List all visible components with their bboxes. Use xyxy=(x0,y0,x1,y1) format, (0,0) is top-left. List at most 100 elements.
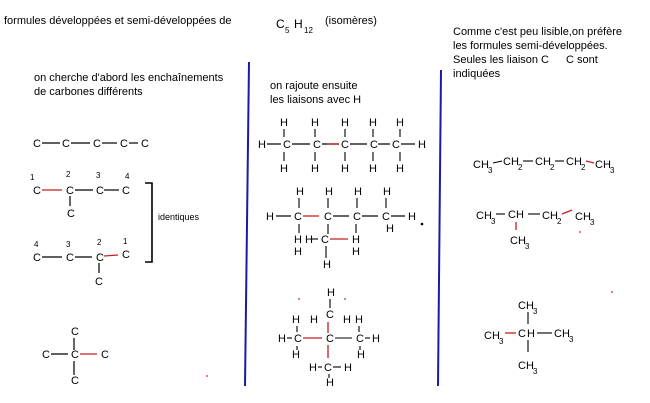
formula-h-sub: 12 xyxy=(304,26,313,35)
atom-number: 4 xyxy=(34,240,39,249)
stray-mark xyxy=(298,298,300,300)
hydrogen-atom: H xyxy=(383,186,391,198)
carbon-atom: C xyxy=(42,349,50,361)
group-subscript: 2 xyxy=(557,217,562,226)
col2-heading-line1: on rajoute ensuite xyxy=(270,80,358,92)
col2-heading-line2: les liaisons avec H xyxy=(270,94,362,106)
hydrogen-atom: H xyxy=(311,163,319,175)
hydrogen-atom: H xyxy=(325,186,333,198)
hydrogen-atom: H xyxy=(311,117,319,129)
stray-mark xyxy=(206,375,208,377)
hydrogen-atom: H xyxy=(305,234,313,246)
column-divider xyxy=(437,69,442,387)
carbon-atom: C xyxy=(71,375,79,387)
carbon-atom: C xyxy=(122,249,130,261)
hydrogen-atom: H xyxy=(292,349,300,361)
hydrogen-atom: H xyxy=(292,314,300,326)
hydrogen-atom: H xyxy=(258,139,266,151)
group-subscript: 3 xyxy=(533,307,538,316)
carbon-atom: C xyxy=(326,333,334,345)
hydrogen-atom: H xyxy=(418,139,426,151)
carbon-atom: C xyxy=(141,138,149,150)
carbon-atom: C xyxy=(392,139,400,151)
group-subscript: 2 xyxy=(518,163,523,172)
formula-c-sub: 5 xyxy=(285,26,290,35)
hydrogen-atom: H xyxy=(327,287,335,299)
group-subscript: 2 xyxy=(581,163,586,172)
ch3-group: CH xyxy=(476,210,492,222)
hydrogen-atom: H xyxy=(280,117,288,129)
carbon-atom: C xyxy=(95,276,103,288)
group-subscript: 3 xyxy=(488,166,493,175)
col3-heading-line4: indiquées xyxy=(453,68,501,80)
identical-label: identiques xyxy=(158,212,200,222)
hydrogen-atom: H xyxy=(344,362,352,374)
ch3-group: CH xyxy=(554,328,570,340)
ch3-group: CH xyxy=(595,159,611,171)
hydrogen-atom: H xyxy=(369,117,377,129)
ch3-group: CH xyxy=(510,235,526,247)
carbon-atom: C xyxy=(96,185,104,197)
atom-number: 2 xyxy=(66,170,71,179)
cc-bond xyxy=(585,160,595,164)
ch3-group: CH xyxy=(575,211,591,223)
carbon-atom: C xyxy=(101,349,109,361)
hydrogen-atom: H xyxy=(408,211,416,223)
atom-number: 3 xyxy=(96,171,101,180)
hydrogen-atom: H xyxy=(294,246,302,258)
carbon-atom: C xyxy=(324,211,332,223)
carbon-atom: C xyxy=(326,309,334,321)
carbon-atom: C xyxy=(96,252,104,264)
identical-bracket xyxy=(145,182,153,263)
hydrogen-atom: H xyxy=(296,186,304,198)
carbon-atom: C xyxy=(71,326,79,338)
ch2-group: CH xyxy=(535,156,551,168)
hydrogen-atom: H xyxy=(326,377,334,389)
hydrogen-atom: H xyxy=(386,223,394,235)
stray-mark xyxy=(611,291,613,293)
cc-bond xyxy=(103,254,119,257)
header-title: formules développées et semi-développées… xyxy=(4,15,232,27)
hydrogen-atom: H xyxy=(323,259,331,271)
col3-heading-line3b: C sont xyxy=(566,54,598,66)
ch2-group: CH xyxy=(503,156,519,168)
group-subscript: 2 xyxy=(550,163,555,172)
hydrogen-atom: H xyxy=(354,186,362,198)
ch3-group: CH xyxy=(518,300,534,312)
col1-heading-line2: de carbones différents xyxy=(34,86,143,98)
cc-bond xyxy=(492,160,503,164)
carbon-atom: C xyxy=(66,252,74,264)
carbon-atom: C xyxy=(66,185,74,197)
hydrogen-atom: H xyxy=(396,163,404,175)
hydrogen-atom: H xyxy=(309,362,317,374)
carbon-atom: C xyxy=(33,138,41,150)
hydrogen-atom: H xyxy=(278,333,286,345)
atom-number: 1 xyxy=(123,237,128,246)
hydrogen-atom: H xyxy=(357,349,365,361)
stray-mark xyxy=(344,298,346,300)
group-subscript: 3 xyxy=(590,218,595,227)
carbon-atom: C xyxy=(370,139,378,151)
hydrogen-atom: H xyxy=(352,246,360,258)
hydrogen-atom: H xyxy=(396,117,404,129)
ch3-group: CH xyxy=(518,360,534,372)
group-subscript: 3 xyxy=(491,217,496,226)
col3-heading-line3: Seules les liaison C xyxy=(453,54,549,66)
stray-mark xyxy=(420,222,424,226)
carbon-atom: C xyxy=(62,138,70,150)
carbon-atom: C xyxy=(283,139,291,151)
carbon-atom: C xyxy=(33,252,41,264)
ch2-group: CH xyxy=(542,210,558,222)
carbon-atom: C xyxy=(294,333,302,345)
hydrogen-atom: H xyxy=(352,234,360,246)
ch3-group: CH xyxy=(484,330,500,342)
hydrogen-atom: H xyxy=(369,163,377,175)
col1-heading-line1: on cherche d'abord les enchaînements xyxy=(34,72,224,84)
formula-h: H xyxy=(294,17,303,31)
carbon-atom: C xyxy=(122,185,130,197)
stray-mark xyxy=(579,231,581,233)
ch-group: CH xyxy=(508,209,524,221)
column-divider xyxy=(244,61,250,387)
ch3-group: CH xyxy=(473,159,489,171)
